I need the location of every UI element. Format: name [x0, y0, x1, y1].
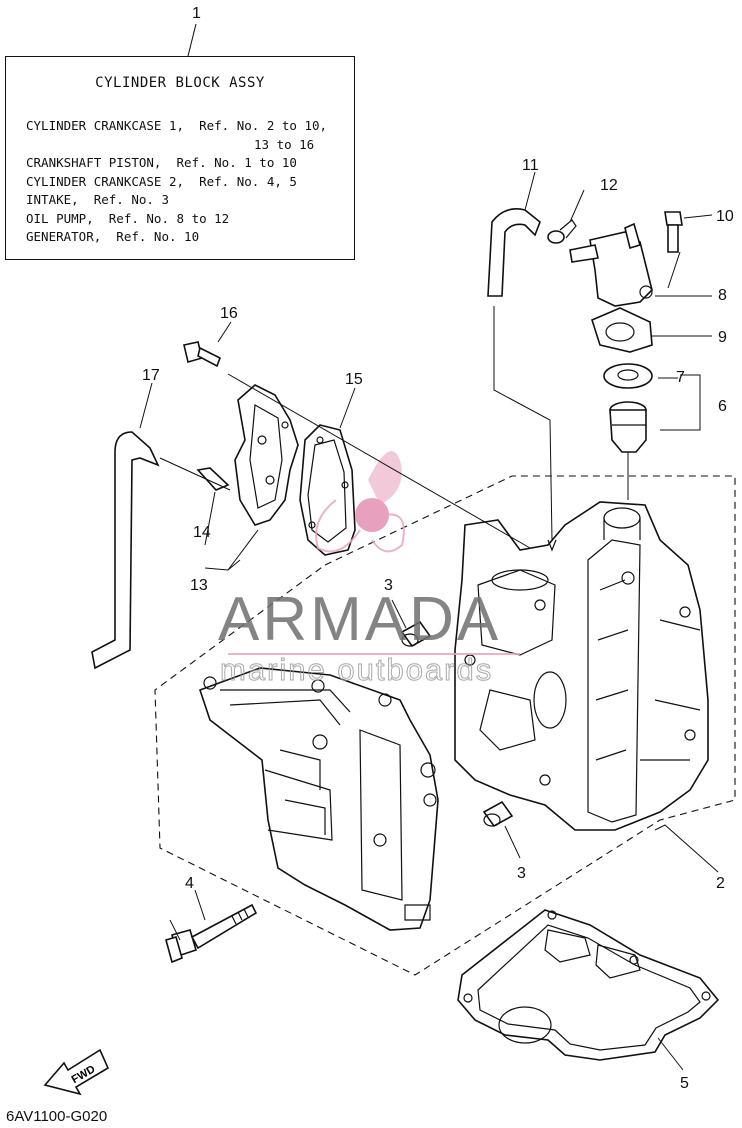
- callout-6: 6: [718, 398, 727, 415]
- watermark-tagline: marine outboards: [220, 652, 493, 687]
- dowel-pin-lower: [482, 800, 514, 828]
- note-lines: CYLINDER CRANKCASE 1, Ref. No. 2 to 10, …: [26, 117, 327, 247]
- callout-11: 11: [522, 157, 539, 174]
- note-line: 13 to 16: [254, 136, 315, 152]
- note-line: INTAKE, Ref. No. 3: [26, 192, 169, 207]
- note-line: CYLINDER CRANKCASE 2, Ref. No. 4, 5: [26, 173, 297, 189]
- callout-12: 12: [600, 177, 618, 194]
- callout-9: 9: [718, 329, 727, 346]
- note-line: GENERATOR, Ref. No. 10: [26, 229, 200, 244]
- figure-code: 6AV1100-G020: [6, 1108, 108, 1125]
- bolt-part-10: [664, 211, 683, 253]
- callout-8: 8: [718, 287, 727, 304]
- thermostat-part-6: [609, 401, 647, 453]
- seal-washer-part-7: [603, 363, 653, 389]
- callout-3-upper: 3: [384, 577, 393, 594]
- base-gasket-part: [457, 909, 720, 1061]
- thermostat-cover-part-8: [569, 222, 653, 307]
- callout-17: 17: [142, 367, 160, 384]
- pin-part-14: [196, 467, 230, 491]
- bolt-part-16: [183, 341, 222, 368]
- dowel-pin-upper: [400, 620, 432, 648]
- callout-2: 2: [716, 875, 725, 892]
- hose-part-17: [91, 431, 160, 670]
- callout-labels: 1 2 3 3 4 5 6 7 8 9 10 11 12 13 14 15 16…: [142, 5, 734, 1092]
- note-line: CYLINDER CRANKCASE 1, Ref. No. 2 to 10,: [26, 118, 328, 133]
- leader-lines: [139, 23, 719, 1071]
- callout-5: 5: [680, 1075, 689, 1092]
- callout-3-lower: 3: [517, 865, 526, 882]
- brand-watermark: ARMADA marine outboards: [218, 451, 520, 688]
- note-line: OIL PUMP, Ref. No. 8 to 12: [26, 210, 230, 226]
- thermostat-gasket-part-9: [591, 307, 653, 353]
- watermark-brand: ARMADA: [218, 585, 501, 654]
- forward-direction-arrow: FWD: [43, 1048, 110, 1096]
- note-line: CRANKSHAFT PISTON, Ref. No. 1 to 10: [26, 155, 297, 170]
- clip-part-12: [547, 219, 577, 244]
- callout-4: 4: [185, 875, 194, 892]
- callout-14: 14: [193, 524, 211, 541]
- assembly-note-box: CYLINDER BLOCK ASSY CYLINDER CRANKCASE 1…: [5, 56, 355, 260]
- assembly-boundary: [154, 475, 736, 976]
- exhaust-gasket-part: [299, 424, 356, 556]
- callout-16: 16: [220, 305, 238, 322]
- callout-15: 15: [345, 371, 363, 388]
- crankcase-part: [198, 667, 439, 931]
- exhaust-cover-part: [234, 384, 299, 526]
- callout-13: 13: [190, 577, 208, 594]
- cylinder-block-part: [454, 501, 709, 831]
- hose-part-11: [487, 208, 541, 297]
- callout-10: 10: [716, 208, 734, 225]
- callout-1: 1: [192, 5, 201, 22]
- callout-7: 7: [676, 369, 685, 386]
- note-title: CYLINDER BLOCK ASSY: [95, 75, 265, 91]
- bolt-part: [165, 903, 258, 964]
